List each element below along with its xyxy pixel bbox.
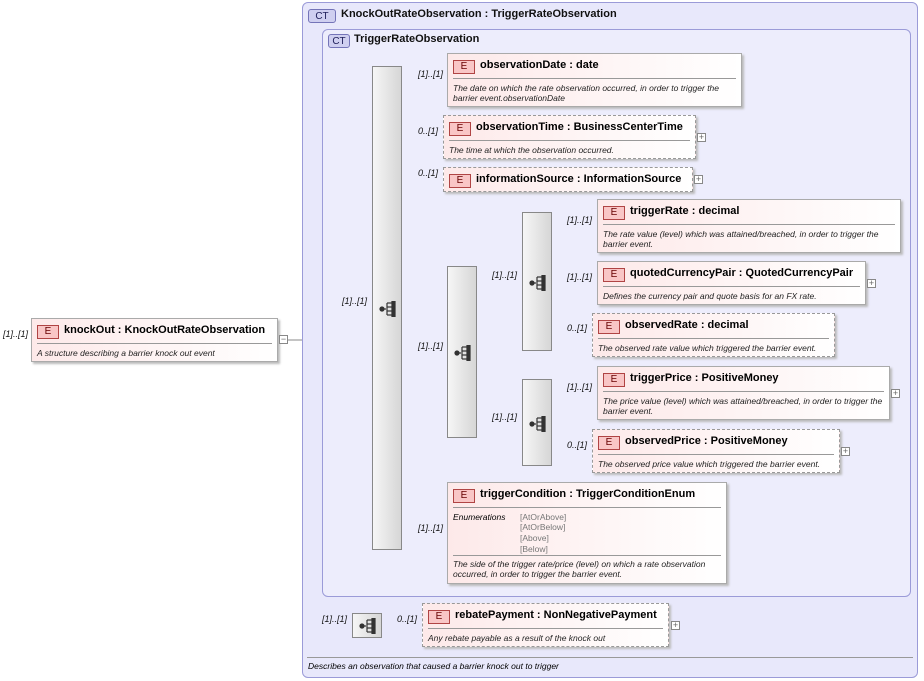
sequence-choice[interactable]	[447, 266, 477, 438]
element-title: knockOut : KnockOutRateObservation	[64, 324, 266, 336]
sequence-icon	[359, 618, 376, 634]
element-icon: E	[603, 373, 625, 387]
sequence-rebate[interactable]	[352, 613, 382, 638]
observedrate-multiplicity: 0..[1]	[567, 323, 588, 333]
knockout-element[interactable]: E knockOut : KnockOutRateObservation A s…	[31, 318, 278, 362]
enum-value: [Below]	[520, 544, 548, 554]
element-title: observedRate : decimal	[625, 319, 749, 331]
element-description: The date on which the rate observation o…	[453, 83, 720, 103]
element-title: triggerPrice : PositiveMoney	[630, 372, 779, 384]
divider	[37, 343, 272, 344]
triggerrate-element[interactable]: E triggerRate : decimal The rate value (…	[597, 199, 901, 253]
observationdate-multiplicity: [1]..[1]	[418, 69, 444, 79]
observedprice-element[interactable]: E observedPrice : PositiveMoney The obse…	[592, 429, 840, 473]
element-description: The price value (level) which was attain…	[603, 396, 883, 416]
expand-icon[interactable]: +	[841, 446, 850, 456]
triggerprice-multiplicity: [1]..[1]	[567, 382, 593, 392]
collapse-icon[interactable]: −	[279, 334, 288, 344]
sequence-rate[interactable]	[522, 212, 552, 351]
element-icon: E	[453, 60, 475, 74]
element-icon: E	[449, 174, 471, 188]
ct-title: TriggerRateObservation	[354, 33, 480, 45]
rebatepayment-multiplicity: 0..[1]	[397, 614, 418, 624]
element-title: rebatePayment : NonNegativePayment	[455, 609, 657, 621]
informationsource-multiplicity: 0..[1]	[418, 168, 439, 178]
element-title: observationTime : BusinessCenterTime	[476, 121, 683, 133]
element-icon: E	[449, 122, 471, 136]
triggerprice-element[interactable]: E triggerPrice : PositiveMoney The price…	[597, 366, 890, 420]
element-icon: E	[603, 206, 625, 220]
divider	[598, 454, 834, 455]
observationtime-multiplicity: 0..[1]	[418, 126, 439, 136]
seq-choice-multiplicity: [1]..[1]	[418, 341, 444, 351]
sequence-main[interactable]	[372, 66, 402, 550]
element-title: informationSource : InformationSource	[476, 173, 682, 185]
enum-value: [AtOrAbove]	[520, 512, 567, 522]
element-description: A structure describing a barrier knock o…	[37, 348, 215, 358]
observedprice-multiplicity: 0..[1]	[567, 440, 588, 450]
expand-icon[interactable]: +	[694, 174, 703, 184]
triggerrate-multiplicity: [1]..[1]	[567, 215, 593, 225]
seq-rate-multiplicity: [1]..[1]	[492, 270, 518, 280]
root-multiplicity: [1]..[1]	[3, 329, 29, 339]
observationdate-element[interactable]: E observationDate : date The date on whi…	[447, 53, 742, 107]
sequence-icon	[529, 275, 546, 291]
element-description: The time at which the observation occurr…	[449, 145, 614, 155]
element-icon: E	[428, 610, 450, 624]
element-description: The observed rate value which triggered …	[598, 343, 817, 353]
divider	[307, 657, 913, 658]
rebatepayment-element[interactable]: E rebatePayment : NonNegativePayment Any…	[422, 603, 669, 647]
divider	[603, 286, 860, 287]
divider	[603, 224, 895, 225]
enum-value: [Above]	[520, 533, 549, 543]
element-description: Defines the currency pair and quote basi…	[603, 291, 817, 301]
observedrate-element[interactable]: E observedRate : decimal The observed ra…	[592, 313, 835, 357]
seq-rebate-multiplicity: [1]..[1]	[322, 614, 348, 624]
element-description: The side of the trigger rate/price (leve…	[453, 559, 706, 579]
divider	[449, 140, 690, 141]
element-title: triggerRate : decimal	[630, 205, 740, 217]
informationsource-element[interactable]: E informationSource : InformationSource	[443, 167, 693, 192]
quotedcurrencypair-multiplicity: [1]..[1]	[567, 272, 593, 282]
element-title: quotedCurrencyPair : QuotedCurrencyPair	[630, 267, 854, 279]
enum-value: [AtOrBelow]	[520, 522, 566, 532]
complex-type-icon: CT	[308, 9, 336, 23]
element-icon: E	[453, 489, 475, 503]
enumerations-label: Enumerations	[453, 512, 506, 522]
element-description: The observed price value which triggered…	[598, 459, 821, 469]
seq-main-multiplicity: [1]..[1]	[342, 296, 368, 306]
element-description: Any rebate payable as a result of the kn…	[428, 633, 606, 643]
complex-type-icon: CT	[328, 34, 350, 48]
element-title: observationDate : date	[480, 59, 599, 71]
divider	[603, 391, 884, 392]
divider	[598, 338, 829, 339]
expand-icon[interactable]: +	[697, 132, 706, 142]
observationtime-element[interactable]: E observationTime : BusinessCenterTime T…	[443, 115, 696, 159]
quotedcurrencypair-element[interactable]: E quotedCurrencyPair : QuotedCurrencyPai…	[597, 261, 866, 305]
sequence-price[interactable]	[522, 379, 552, 466]
element-title: triggerCondition : TriggerConditionEnum	[480, 488, 696, 500]
element-icon: E	[598, 436, 620, 450]
element-icon: E	[603, 268, 625, 282]
sequence-icon	[379, 301, 396, 317]
divider	[428, 628, 663, 629]
expand-icon[interactable]: +	[671, 620, 680, 630]
divider	[453, 78, 736, 79]
ct-title: KnockOutRateObservation : TriggerRateObs…	[341, 8, 617, 20]
divider	[453, 555, 721, 556]
element-title: observedPrice : PositiveMoney	[625, 435, 788, 447]
expand-icon[interactable]: +	[867, 278, 876, 288]
element-description: The rate value (level) which was attaine…	[603, 229, 879, 249]
triggercondition-element[interactable]: E triggerCondition : TriggerConditionEnu…	[447, 482, 727, 584]
divider	[453, 507, 721, 508]
ct-description: Describes an observation that caused a b…	[308, 661, 559, 671]
element-icon: E	[598, 320, 620, 334]
triggercondition-multiplicity: [1]..[1]	[418, 523, 444, 533]
sequence-icon	[529, 416, 546, 432]
sequence-icon	[454, 345, 471, 361]
expand-icon[interactable]: +	[891, 388, 900, 398]
seq-price-multiplicity: [1]..[1]	[492, 412, 518, 422]
element-icon: E	[37, 325, 59, 339]
